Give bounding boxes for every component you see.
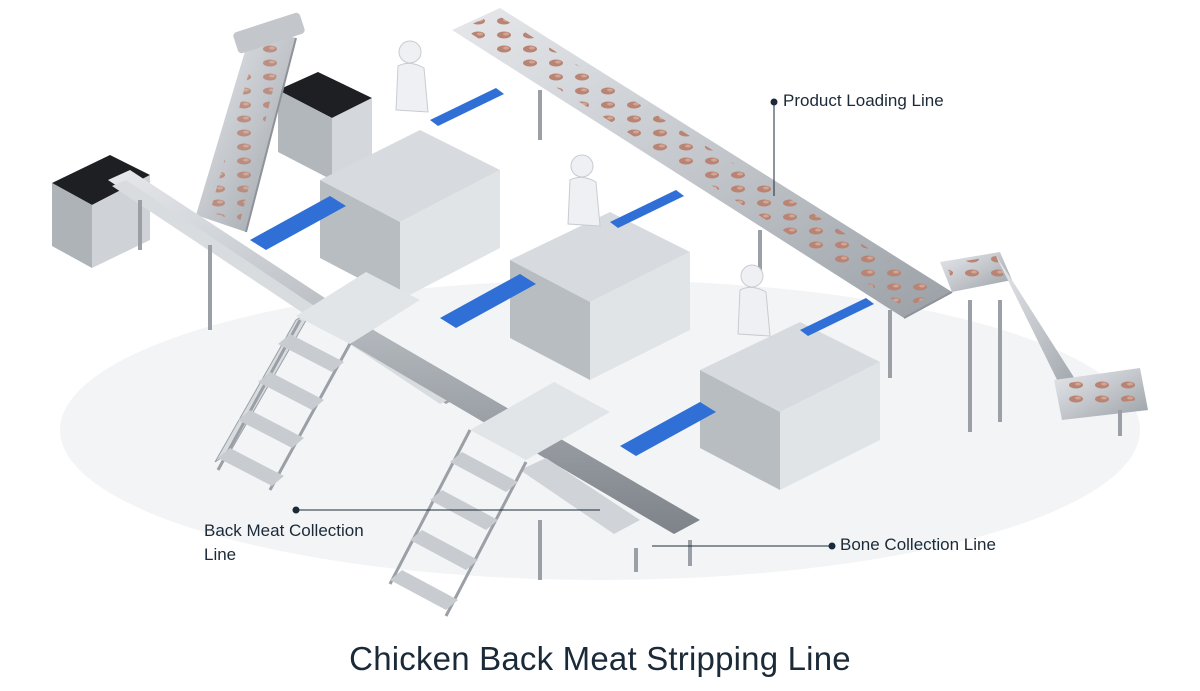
operator-3 bbox=[737, 264, 771, 337]
rear-elevator bbox=[196, 12, 305, 233]
stairs-2 bbox=[388, 382, 610, 617]
leader-dot-product-loading bbox=[770, 98, 778, 106]
stripping-station-2 bbox=[440, 190, 690, 380]
leader-lines bbox=[292, 98, 836, 550]
leader-dot-bone-collection bbox=[828, 542, 836, 550]
page-title: Chicken Back Meat Stripping Line bbox=[349, 640, 851, 677]
left-hopper bbox=[52, 155, 150, 268]
back-meat-collection-line-label: Back Meat Collection Line bbox=[204, 521, 364, 564]
stripping-station-3 bbox=[620, 298, 880, 490]
stripping-station-1 bbox=[250, 88, 504, 300]
operator-2 bbox=[567, 154, 601, 227]
operators bbox=[395, 40, 771, 337]
bone-collection-line-label: Bone Collection Line bbox=[840, 535, 996, 554]
right-output-elevator bbox=[940, 252, 1148, 436]
leader-dot-back-meat bbox=[292, 506, 300, 514]
stairs-1 bbox=[214, 272, 420, 491]
operator-1 bbox=[395, 40, 429, 113]
product-loading-line-label: Product Loading Line bbox=[783, 91, 944, 110]
